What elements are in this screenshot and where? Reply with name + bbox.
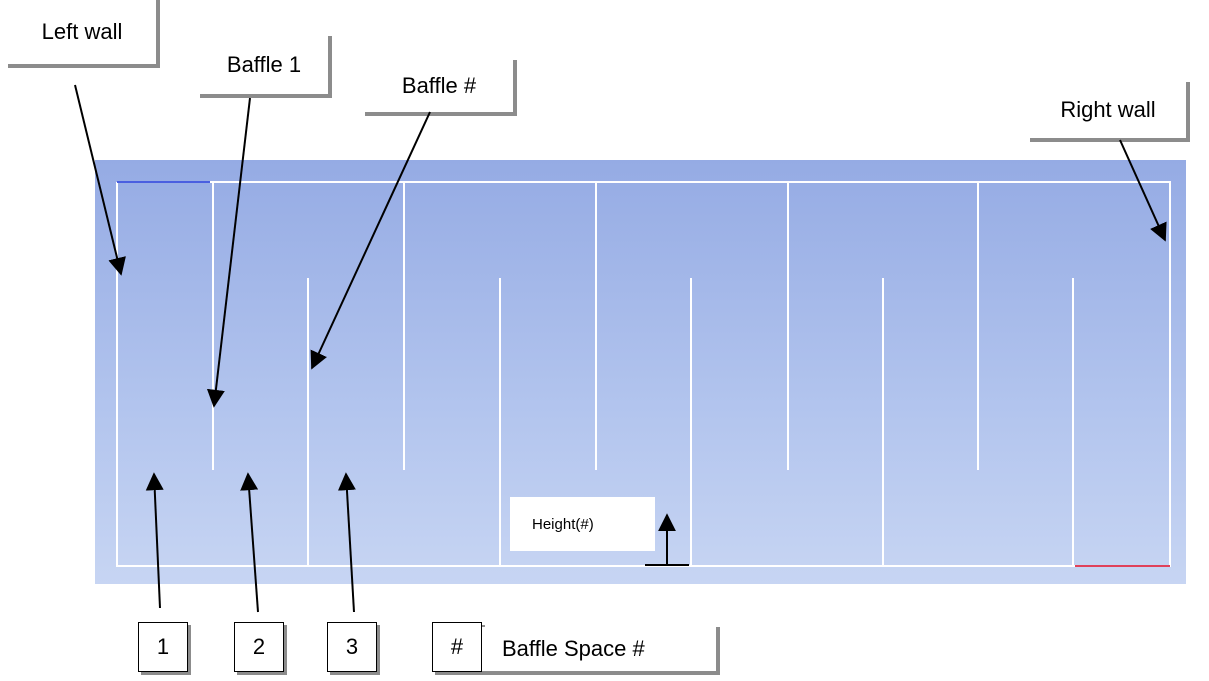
legend-symbol-box: #	[432, 622, 482, 672]
baffle-1-label: Baffle 1	[200, 36, 332, 98]
right-wall-label: Right wall	[1030, 82, 1190, 142]
legend-text: Baffle Space #	[482, 627, 720, 675]
height-label: Height(#)	[510, 497, 655, 551]
space-box-1: 1	[138, 622, 188, 672]
left-wall-label: Left wall	[8, 0, 160, 68]
baffle-n-label: Baffle #	[365, 60, 517, 116]
space-box-2: 2	[234, 622, 284, 672]
space-box-3: 3	[327, 622, 377, 672]
